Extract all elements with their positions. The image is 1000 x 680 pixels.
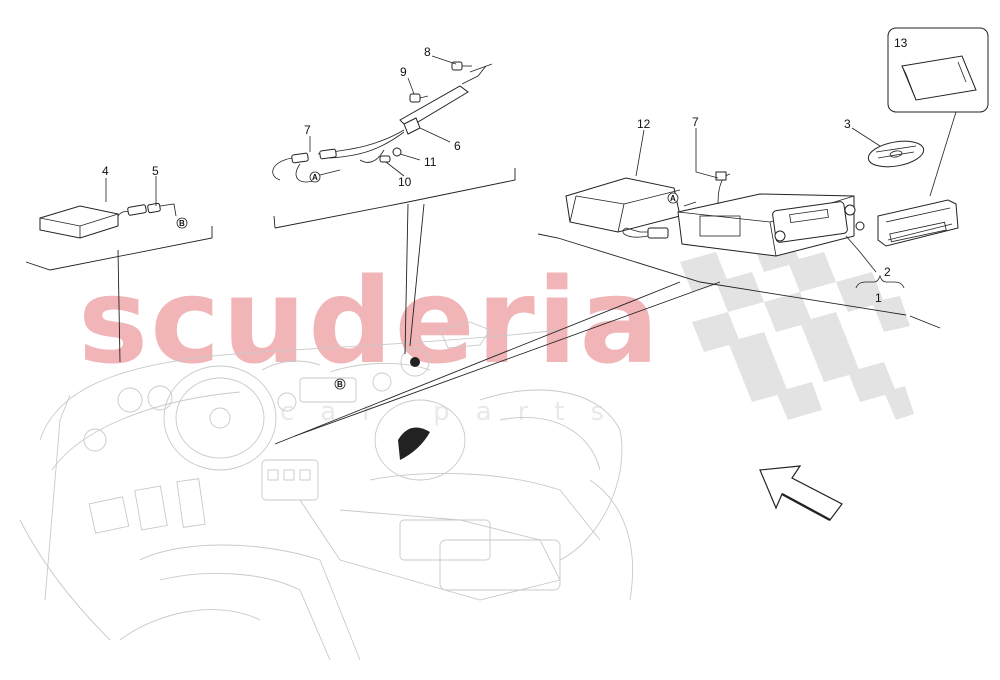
callout-5: 5 <box>152 164 159 178</box>
car-interior-ghost <box>19 321 634 661</box>
callout-8: 8 <box>424 45 431 59</box>
screw-8 <box>451 61 472 71</box>
svg-text:B: B <box>337 380 343 389</box>
callout-2: 2 <box>884 265 891 279</box>
callout-3: 3 <box>844 117 851 131</box>
head-unit-1 <box>677 171 865 257</box>
callout-9: 9 <box>400 65 407 79</box>
bolt-10 <box>379 155 391 163</box>
callout-7-unit: 7 <box>692 115 699 129</box>
callout-10: 10 <box>398 175 412 189</box>
connector-marker-b-dash: B <box>334 378 346 390</box>
group-brace <box>855 274 905 289</box>
cd-disc-3 <box>867 140 925 168</box>
front-direction-arrow-icon <box>759 465 843 522</box>
callout-11: 11 <box>424 155 437 169</box>
cable-kit-6 <box>272 63 493 183</box>
callout-12: 12 <box>637 117 651 131</box>
section-lines <box>25 168 941 445</box>
connector-marker-b-top: B <box>176 217 188 229</box>
callout-4: 4 <box>102 164 109 178</box>
nut-11 <box>392 147 402 157</box>
connector-cable-5 <box>127 202 177 217</box>
amplifier-12 <box>565 177 681 239</box>
leader-lines <box>105 55 881 273</box>
callout-7-cable: 7 <box>304 123 311 137</box>
callout-1: 1 <box>875 291 882 305</box>
callout-labels: 4 5 7 8 9 6 11 10 12 7 3 13 2 1 <box>102 36 908 305</box>
watermark-brand: scuderia <box>78 252 661 390</box>
svg-text:A: A <box>670 194 676 203</box>
inset-box-pointer <box>929 111 957 197</box>
screw-9 <box>409 93 429 103</box>
faceplate-2 <box>877 199 959 247</box>
svg-text:B: B <box>179 219 185 228</box>
antenna-module-4 <box>39 205 131 239</box>
callout-13: 13 <box>894 36 908 50</box>
connector-marker-a-unit: A <box>667 192 679 204</box>
checkered-flag-watermark <box>680 232 914 420</box>
callout-6: 6 <box>454 139 461 153</box>
inset-box-13 <box>887 27 989 113</box>
svg-text:A: A <box>312 173 318 182</box>
connector-marker-a-cable: A <box>309 171 321 183</box>
